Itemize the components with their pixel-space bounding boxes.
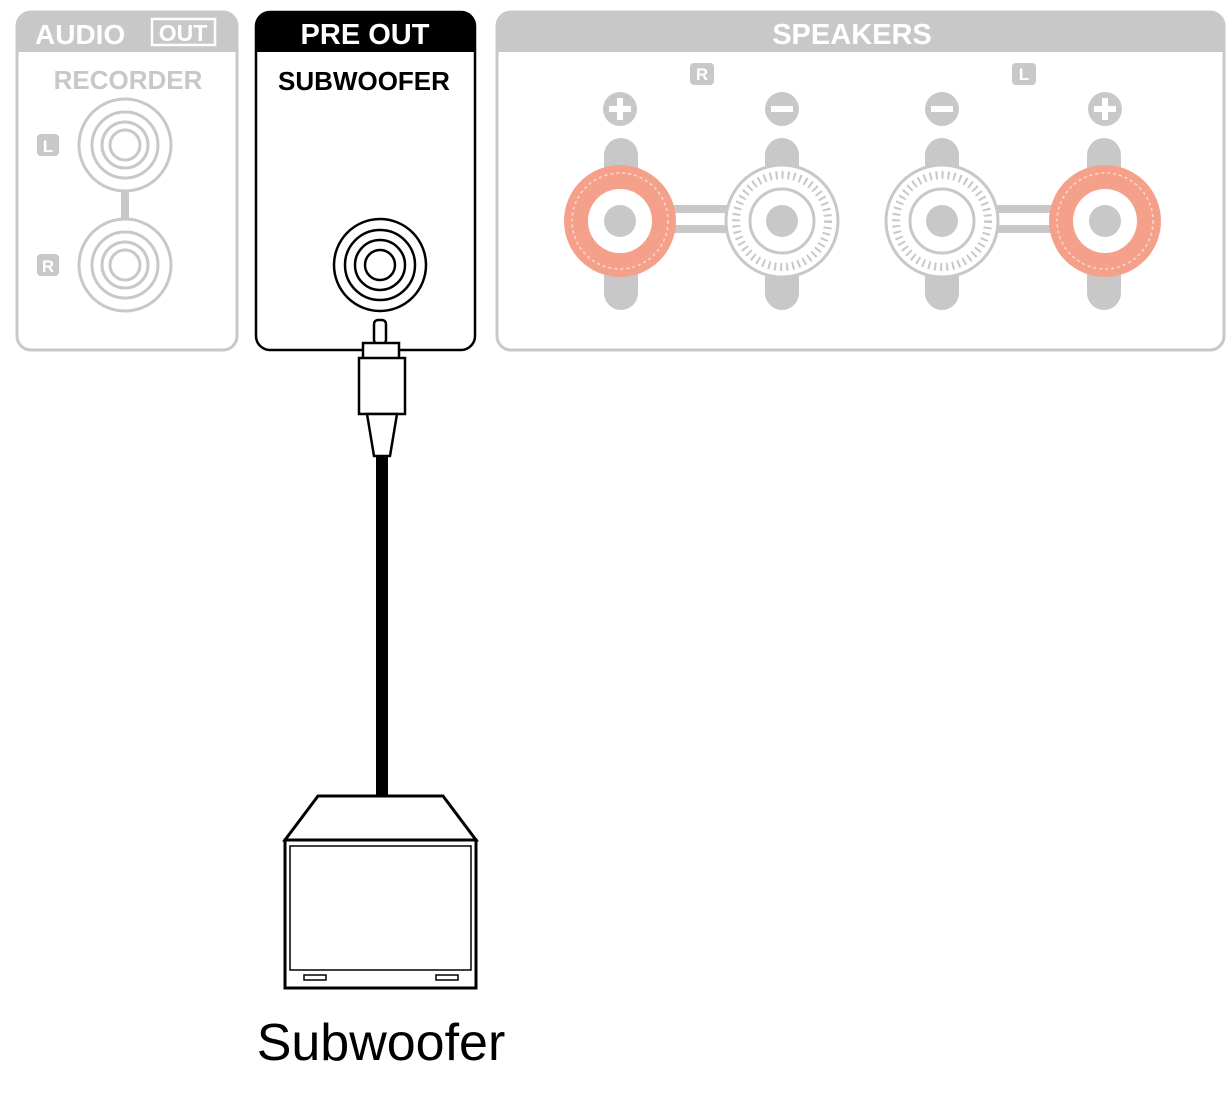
speakers-l-label: L bbox=[1019, 65, 1029, 84]
rca-jack-right[interactable] bbox=[77, 217, 173, 313]
audio-out-badge: OUT bbox=[159, 20, 208, 46]
subwoofer-top bbox=[282, 794, 479, 842]
polarity-minus-icon bbox=[765, 92, 799, 126]
polarity-plus-icon bbox=[1088, 92, 1122, 126]
speaker-terminal-l-minus[interactable] bbox=[884, 163, 1000, 279]
speaker-terminal-r-minus[interactable] bbox=[724, 163, 840, 279]
speakers-title: SPEAKERS bbox=[772, 19, 932, 51]
jack-link-bar bbox=[121, 186, 129, 222]
speakers-panel: SPEAKERS R L bbox=[495, 10, 1226, 352]
rca-cable bbox=[357, 318, 407, 796]
cable-wire bbox=[376, 456, 388, 796]
recorder-label: RECORDER bbox=[54, 65, 203, 95]
channel-l-badge bbox=[37, 134, 59, 156]
speakers-header-bar bbox=[497, 12, 1224, 52]
subwoofer-rca-jack[interactable] bbox=[332, 217, 428, 313]
audio-out-header-bar bbox=[17, 12, 237, 52]
speaker-terminal-r-plus[interactable] bbox=[564, 165, 676, 277]
channel-r-badge bbox=[37, 254, 59, 276]
terminal-link-left-pair bbox=[985, 205, 1065, 233]
pre-out-title: PRE OUT bbox=[301, 19, 430, 51]
rca-plug-pin bbox=[372, 318, 388, 346]
polarity-minus-icon bbox=[925, 92, 959, 126]
subwoofer-front-panel bbox=[289, 845, 472, 971]
rca-plug-collar bbox=[361, 341, 401, 361]
subwoofer-device bbox=[282, 794, 479, 990]
polarity-plus-icon bbox=[603, 92, 637, 126]
subwoofer-cabinet bbox=[283, 838, 478, 990]
pre-out-panel: PRE OUT SUBWOOFER bbox=[254, 10, 477, 352]
speakers-r-label: R bbox=[696, 65, 708, 84]
subwoofer-foot bbox=[303, 974, 327, 981]
subwoofer-caption: Subwoofer bbox=[257, 1014, 506, 1072]
subwoofer-jack-label: SUBWOOFER bbox=[278, 66, 450, 96]
rca-jack-left[interactable] bbox=[77, 97, 173, 193]
channel-r-label: R bbox=[42, 257, 54, 276]
audio-out-panel: AUDIO OUT RECORDER L R bbox=[15, 10, 239, 352]
subwoofer-foot bbox=[435, 974, 459, 981]
speaker-terminal-l-plus[interactable] bbox=[1049, 165, 1161, 277]
speakers-r-badge bbox=[690, 63, 714, 85]
speakers-l-badge bbox=[1012, 63, 1036, 85]
audio-out-title: AUDIO bbox=[35, 19, 125, 50]
audio-out-badge-frame bbox=[150, 17, 217, 47]
channel-l-label: L bbox=[43, 137, 53, 156]
rca-plug-body bbox=[357, 356, 407, 416]
pre-out-header-bar bbox=[256, 12, 475, 52]
terminal-link-right-pair bbox=[660, 205, 750, 233]
rca-plug-strain-relief bbox=[365, 412, 399, 458]
